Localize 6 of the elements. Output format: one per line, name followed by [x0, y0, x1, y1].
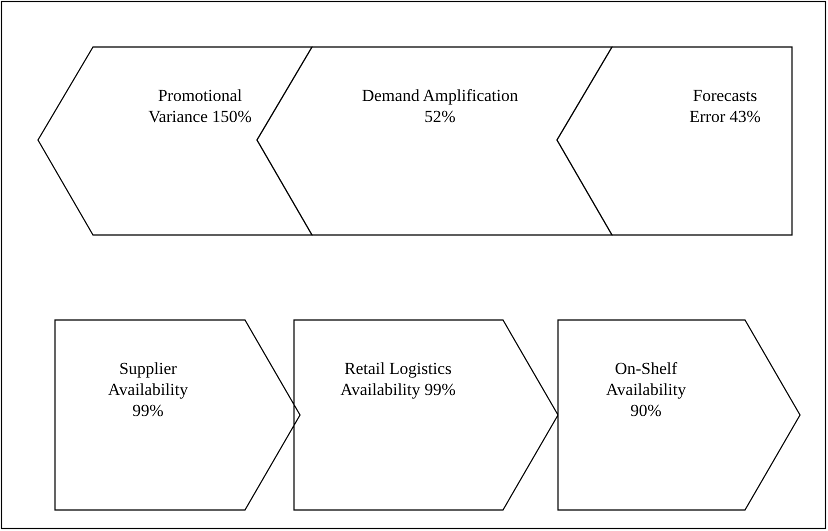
shape-label: Promotional Variance 150%	[147, 85, 253, 127]
shape-label: Supplier Availability 99%	[107, 358, 189, 421]
shape-label: Forecasts Error 43%	[688, 85, 762, 127]
shape-label: Retail Logistics Availability 99%	[339, 358, 457, 400]
shape-label: On-Shelf Availability 90%	[605, 358, 687, 421]
shape-label: Demand Amplification 52%	[360, 85, 520, 127]
